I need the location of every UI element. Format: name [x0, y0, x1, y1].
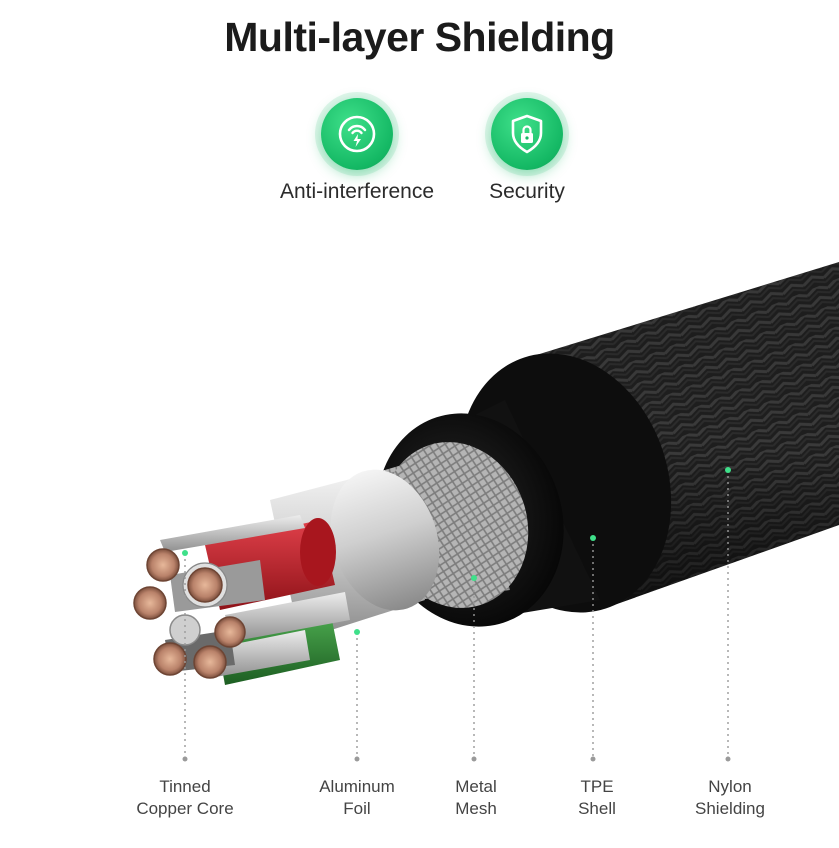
label-metal-mesh: Metal Mesh: [455, 777, 497, 818]
feature-label: Anti-interference: [279, 180, 435, 203]
aluminum-foil-layer: [270, 469, 440, 640]
layer-labels: Tinned Copper Core Aluminum Foil Metal M…: [0, 776, 839, 836]
shield-lock-icon: [491, 98, 563, 170]
leader-marker-dots: [182, 467, 731, 635]
leader-lines: [184, 470, 729, 757]
page-title: Multi-layer Shielding: [224, 14, 615, 60]
label-nylon-shielding: Nylon Shielding: [695, 777, 765, 818]
signal-lightning-icon: [321, 98, 393, 170]
feature-security: Security: [437, 98, 617, 204]
feature-anti-interference: Anti-interference: [267, 98, 447, 204]
leader-end-dots: [182, 756, 731, 762]
label-aluminum-foil: Aluminum Foil: [319, 777, 395, 818]
feature-label: Security: [489, 180, 565, 203]
cable-cross-section: [133, 262, 839, 762]
label-tinned-copper-core: Tinned Copper Core: [136, 777, 234, 818]
copper-core-bundle: [133, 515, 350, 685]
label-tpe-shell: TPE Shell: [578, 777, 616, 818]
